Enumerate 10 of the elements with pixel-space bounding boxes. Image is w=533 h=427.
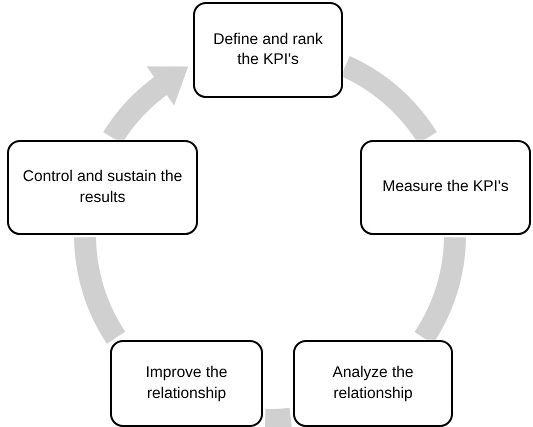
- step-label: Analyze the relationship: [332, 363, 414, 404]
- step-label: Control and sustain the results: [22, 167, 184, 208]
- step-label: Define and rank the KPI's: [212, 30, 324, 70]
- step-label: Improve the relationship: [144, 363, 228, 404]
- process-box: [293, 340, 453, 427]
- process-box: [193, 2, 343, 98]
- process-box: [7, 140, 198, 235]
- step-label: Measure the KPI's: [382, 177, 509, 198]
- process-box: [360, 140, 531, 235]
- process-box: [110, 340, 263, 427]
